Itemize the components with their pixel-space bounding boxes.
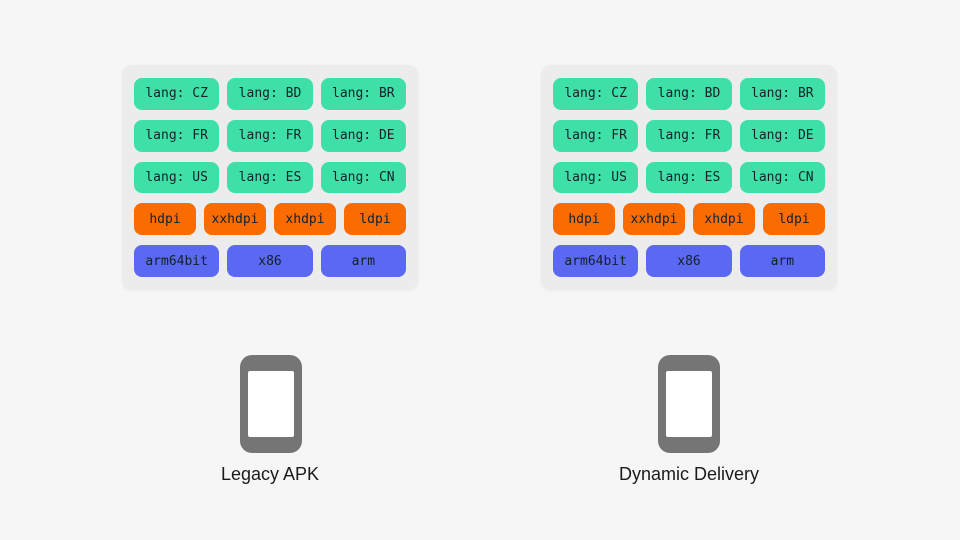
abi-chip: arm64bit: [553, 245, 639, 277]
lang-chip: lang: FR: [227, 119, 313, 152]
lang-chip: lang: FR: [553, 119, 639, 152]
abi-chip: arm: [320, 245, 406, 277]
abi-chip: x86: [646, 245, 732, 277]
phone-screen: [248, 371, 294, 437]
lang-chip: lang: BD: [227, 78, 313, 110]
lang-chip: lang: BD: [646, 78, 732, 110]
lang-chip: lang: ES: [227, 161, 313, 194]
density-chip: xhdpi: [274, 203, 336, 236]
abi-chip: arm64bit: [134, 245, 220, 277]
abi-chip: arm: [739, 245, 825, 277]
dynamic-delivery-label: Dynamic Delivery: [618, 464, 760, 484]
density-chip: xhdpi: [693, 203, 755, 236]
config-panel-legacy-apk: lang: CZ lang: BD lang: BR lang: FR lang…: [122, 65, 418, 290]
lang-chip: lang: DE: [320, 119, 406, 152]
lang-chip: lang: CZ: [134, 78, 220, 110]
lang-chip: lang: CZ: [553, 78, 639, 110]
lang-chip-row: lang: US lang: ES lang: CN: [134, 161, 406, 194]
density-chip: ldpi: [763, 203, 825, 236]
density-chip: hdpi: [553, 203, 615, 236]
lang-chip-row: lang: US lang: ES lang: CN: [553, 161, 825, 194]
density-chip: xxhdpi: [623, 203, 685, 236]
density-chip-row: hdpi xxhdpi xhdpi ldpi: [134, 203, 406, 236]
abi-chip-row: arm64bit x86 arm: [134, 245, 406, 277]
lang-chip: lang: ES: [646, 161, 732, 194]
lang-chip: lang: FR: [646, 119, 732, 152]
lang-chip: lang: BR: [320, 78, 406, 110]
density-chip-row: hdpi xxhdpi xhdpi ldpi: [553, 203, 825, 236]
lang-chip: lang: DE: [739, 119, 825, 152]
abi-chip-row: arm64bit x86 arm: [553, 245, 825, 277]
lang-chip: lang: FR: [134, 119, 220, 152]
density-chip: hdpi: [134, 203, 196, 236]
phone-icon: [658, 355, 720, 453]
lang-chip-row: lang: FR lang: FR lang: DE: [553, 119, 825, 152]
legacy-apk-label: Legacy APK: [220, 464, 320, 484]
lang-chip: lang: BR: [739, 78, 825, 110]
lang-chip: lang: US: [134, 161, 220, 194]
lang-chip-row: lang: CZ lang: BD lang: BR: [134, 78, 406, 110]
lang-chip: lang: CN: [739, 161, 825, 194]
lang-chip-row: lang: CZ lang: BD lang: BR: [553, 78, 825, 110]
phone-screen: [666, 371, 712, 437]
abi-chip: x86: [227, 245, 313, 277]
lang-chip: lang: CN: [320, 161, 406, 194]
lang-chip-row: lang: FR lang: FR lang: DE: [134, 119, 406, 152]
lang-chip: lang: US: [553, 161, 639, 194]
density-chip: xxhdpi: [204, 203, 266, 236]
config-panel-dynamic-delivery: lang: CZ lang: BD lang: BR lang: FR lang…: [541, 65, 837, 290]
phone-icon: [240, 355, 302, 453]
density-chip: ldpi: [344, 203, 406, 236]
